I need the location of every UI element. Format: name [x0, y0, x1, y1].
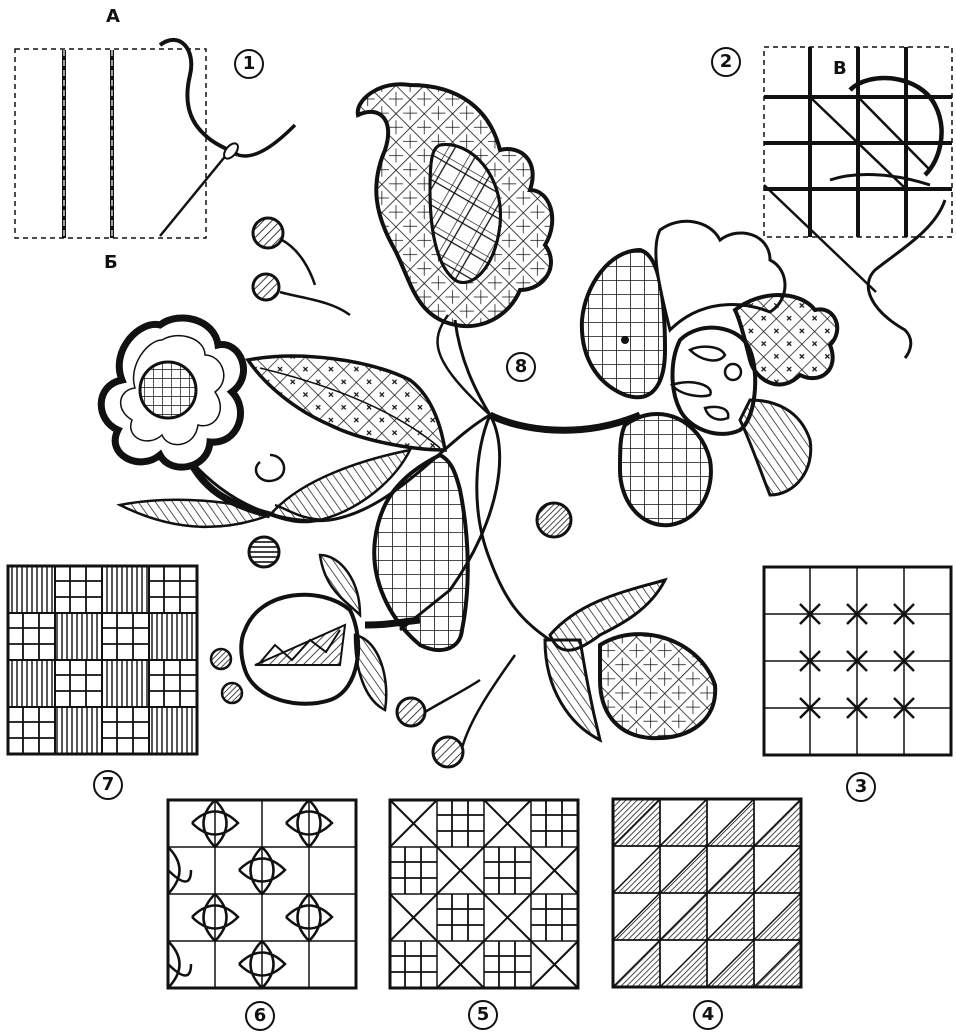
figure-number-2: 2 [711, 47, 741, 77]
tulip-lower-right [545, 580, 715, 740]
figure-5-sample [390, 800, 578, 988]
figure-6-sample [168, 800, 356, 988]
figure-3-sample [764, 567, 951, 755]
letter-v-label: В [833, 60, 847, 78]
figure-number-7: 7 [93, 770, 123, 800]
left-flower [101, 318, 243, 467]
figure-4-sample [613, 799, 801, 987]
figure-number-3: 3 [846, 772, 876, 802]
berries-top-left [253, 218, 350, 315]
left-leaf [248, 356, 445, 450]
right-flower [582, 221, 837, 525]
figure-number-4: 4 [693, 1000, 723, 1030]
figure-number-1: 1 [234, 49, 264, 79]
figure-number-6: 6 [245, 1001, 275, 1031]
figure-number-5: 5 [468, 1000, 498, 1030]
letter-b-label: Б [104, 254, 118, 272]
paisley-flower [358, 84, 552, 326]
letter-a-label: А [106, 8, 120, 26]
figure-number-8: 8 [506, 352, 536, 382]
figure-7-sample [8, 566, 197, 754]
